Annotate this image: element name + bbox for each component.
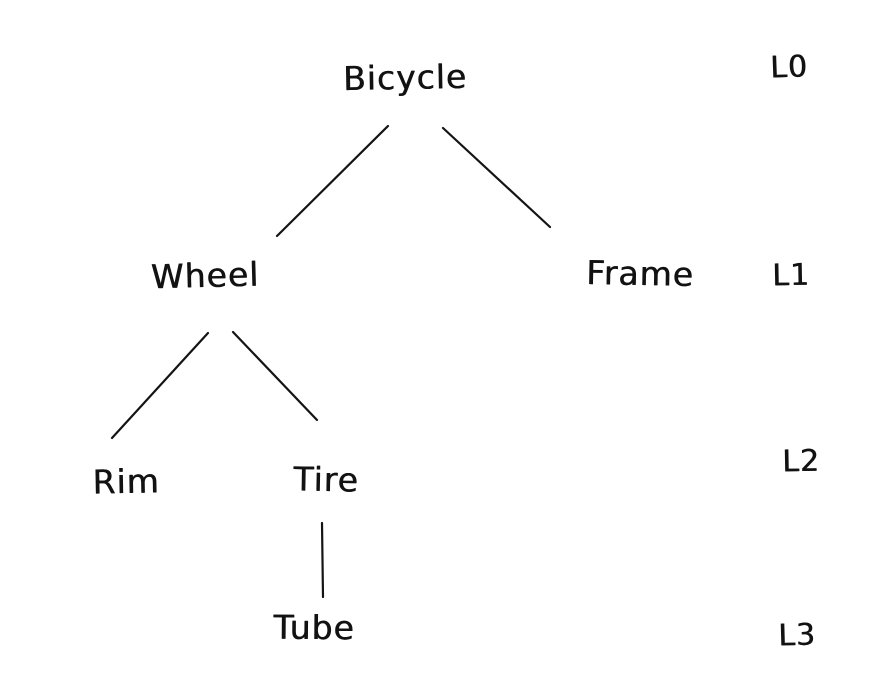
level-label-l1: L1 (771, 257, 811, 294)
edge-tire-tube (320, 521, 325, 599)
edge-bicycle-frame (441, 126, 552, 229)
level-label-l3: L3 (777, 617, 817, 654)
node-bicycle: Bicycle (342, 56, 468, 99)
edge-wheel-tire (231, 330, 319, 422)
edge-wheel-rim (110, 331, 210, 440)
node-rim: Rim (92, 461, 160, 502)
node-frame: Frame (585, 253, 695, 294)
node-tire: Tire (292, 459, 360, 500)
level-label-l0: L0 (769, 49, 809, 86)
edge-bicycle-wheel (275, 124, 390, 238)
node-wheel: Wheel (150, 254, 260, 297)
level-label-l2: L2 (781, 443, 821, 480)
node-tube: Tube (273, 607, 355, 648)
